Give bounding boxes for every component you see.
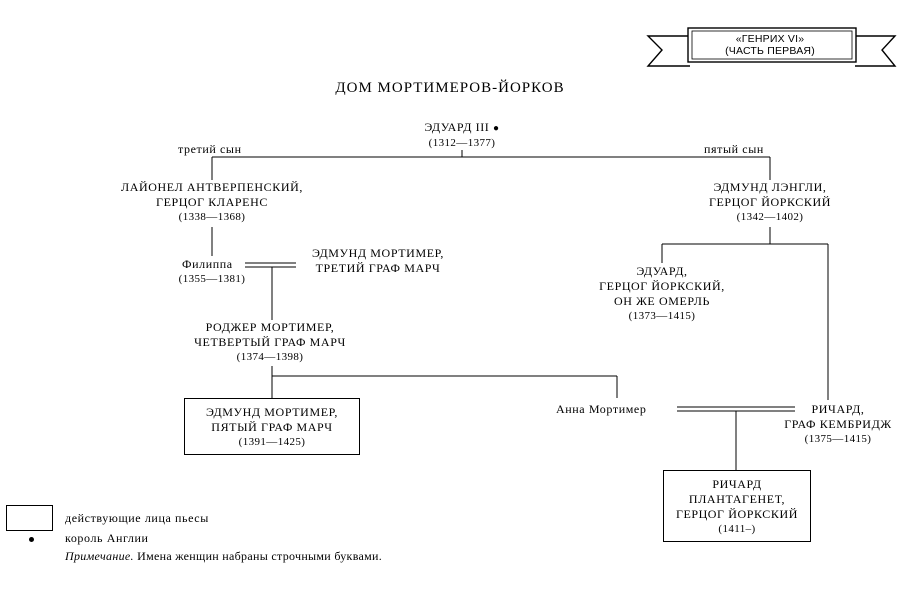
legend-note: Примечание. Имена женщин набраны строчны… bbox=[65, 549, 382, 564]
node-edward-iii: ЭДУАРД III ● (1312—1377) bbox=[392, 120, 532, 151]
langley-name-line1: ЭДМУНД ЛЭНГЛИ, bbox=[713, 180, 827, 194]
node-roger-mortimer: РОДЖЕР МОРТИМЕР, ЧЕТВЕРТЫЙ ГРАФ МАРЧ (13… bbox=[170, 320, 370, 365]
edward-york-name-line2: ГЕРЦОГ ЙОРКСКИЙ, bbox=[599, 279, 725, 293]
edmund-mortimer-5-name-line2: ПЯТЫЙ ГРАФ МАРЧ bbox=[211, 420, 333, 434]
richard-plantagenet-name-line1: РИЧАРД bbox=[712, 477, 762, 491]
label-fifth-son: пятый сын bbox=[704, 142, 764, 156]
legend-box-text: действующие лица пьесы bbox=[65, 511, 209, 525]
edward-york-dates: (1373—1415) bbox=[628, 310, 696, 322]
edmund-mortimer-3-name-line2: ТРЕТИЙ ГРАФ МАРЧ bbox=[315, 261, 441, 275]
page-title: ДОМ МОРТИМЕРОВ-ЙОРКОВ bbox=[335, 80, 565, 96]
lionel-name-line1: ЛАЙОНЕЛ АНТВЕРПЕНСКИЙ, bbox=[121, 180, 303, 194]
node-philippa: Филиппа (1355—1381) bbox=[162, 257, 262, 287]
banner-line-1: «ГЕНРИХ VI» bbox=[735, 33, 805, 45]
banner-line-2: (ЧАСТЬ ПЕРВАЯ) bbox=[725, 45, 815, 57]
play-title-banner: «ГЕНРИХ VI» (ЧАСТЬ ПЕРВАЯ) bbox=[690, 33, 850, 57]
richard-plantagenet-dates: (1411–) bbox=[718, 523, 756, 535]
legend-king-dot-icon bbox=[29, 537, 34, 542]
edward-york-name-line3: ОН ЖЕ ОМЕРЛЬ bbox=[613, 294, 711, 308]
richard-plantagenet-name-line3: ГЕРЦОГ ЙОРКСКИЙ bbox=[675, 507, 799, 521]
langley-dates: (1342—1402) bbox=[736, 211, 804, 223]
richard-cambridge-dates: (1375—1415) bbox=[804, 433, 872, 445]
node-edward-york: ЭДУАРД, ГЕРЦОГ ЙОРКСКИЙ, ОН ЖЕ ОМЕРЛЬ (1… bbox=[572, 264, 752, 324]
edmund-mortimer-5-dates: (1391—1425) bbox=[238, 436, 306, 448]
roger-name-line1: РОДЖЕР МОРТИМЕР, bbox=[205, 320, 335, 334]
richard-plantagenet-name-line2: ПЛАНТАГЕНЕТ, bbox=[688, 492, 786, 506]
edward-iii-name: ЭДУАРД III bbox=[424, 120, 490, 134]
philippa-dates: (1355—1381) bbox=[178, 273, 246, 285]
edward-iii-dates: (1312—1377) bbox=[428, 137, 496, 149]
king-dot-icon: ● bbox=[493, 123, 500, 134]
roger-dates: (1374—1398) bbox=[236, 351, 304, 363]
legend-character-box bbox=[6, 505, 53, 531]
roger-name-line2: ЧЕТВЕРТЫЙ ГРАФ МАРЧ bbox=[194, 335, 346, 349]
richard-cambridge-name-line2: ГРАФ КЕМБРИДЖ bbox=[784, 417, 892, 431]
philippa-name: Филиппа bbox=[182, 257, 233, 271]
langley-name-line2: ГЕРЦОГ ЙОРКСКИЙ bbox=[708, 195, 832, 209]
node-anna-mortimer: Анна Мортимер bbox=[556, 402, 676, 417]
title-banner-ribbon bbox=[646, 27, 897, 67]
node-lionel: ЛАЙОНЕЛ АНТВЕРПЕНСКИЙ, ГЕРЦОГ КЛАРЕНС (1… bbox=[96, 180, 328, 225]
lionel-dates: (1338—1368) bbox=[178, 211, 246, 223]
edmund-mortimer-3-name-line1: ЭДМУНД МОРТИМЕР, bbox=[311, 246, 445, 260]
legend-dot-text: король Англии bbox=[65, 531, 149, 545]
node-richard-plantagenet: РИЧАРД ПЛАНТАГЕНЕТ, ГЕРЦОГ ЙОРКСКИЙ (141… bbox=[663, 470, 811, 542]
edward-york-name-line1: ЭДУАРД, bbox=[636, 264, 688, 278]
edmund-mortimer-5-name-line1: ЭДМУНД МОРТИМЕР, bbox=[205, 405, 339, 419]
node-edmund-langley: ЭДМУНД ЛЭНГЛИ, ГЕРЦОГ ЙОРКСКИЙ (1342—140… bbox=[670, 180, 870, 225]
node-edmund-mortimer-5: ЭДМУНД МОРТИМЕР, ПЯТЫЙ ГРАФ МАРЧ (1391—1… bbox=[184, 398, 360, 455]
note-text: Имена женщин набраны строчными буквами. bbox=[137, 549, 383, 563]
anna-mortimer-name: Анна Мортимер bbox=[556, 402, 647, 416]
label-third-son: третий сын bbox=[178, 142, 242, 156]
lionel-name-line2: ГЕРЦОГ КЛАРЕНС bbox=[156, 195, 268, 209]
node-richard-cambridge: РИЧАРД, ГРАФ КЕМБРИДЖ (1375—1415) bbox=[778, 402, 898, 447]
note-label: Примечание. bbox=[65, 549, 134, 563]
richard-cambridge-name-line1: РИЧАРД, bbox=[811, 402, 865, 416]
node-edmund-mortimer-3: ЭДМУНД МОРТИМЕР, ТРЕТИЙ ГРАФ МАРЧ bbox=[298, 246, 458, 276]
